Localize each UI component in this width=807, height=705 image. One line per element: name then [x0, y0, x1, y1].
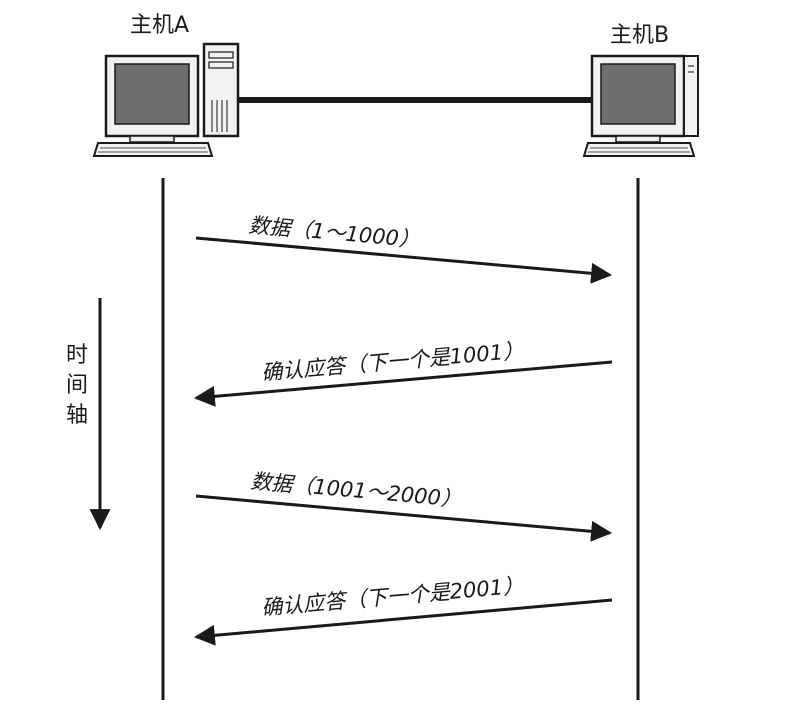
message-2-label: 确认应答（下一个是1001）	[260, 339, 525, 385]
host-a-computer-icon	[92, 42, 240, 157]
host-b-label: 主机B	[610, 23, 669, 48]
message-3-label: 数据（1001～2000）	[250, 469, 463, 512]
time-axis-char-2: 间	[66, 373, 88, 398]
message-4-arrow	[193, 598, 613, 646]
time-axis-char-1: 时	[66, 343, 88, 368]
message-3-arrow	[195, 494, 613, 542]
message-2-arrow	[193, 360, 613, 407]
message-1-arrow	[195, 236, 613, 284]
message-4-label: 确认应答（下一个是2001）	[260, 574, 525, 620]
host-a-label: 主机A	[130, 13, 189, 38]
time-axis-char-3: 轴	[66, 403, 88, 428]
host-b-computer-icon	[582, 54, 699, 157]
